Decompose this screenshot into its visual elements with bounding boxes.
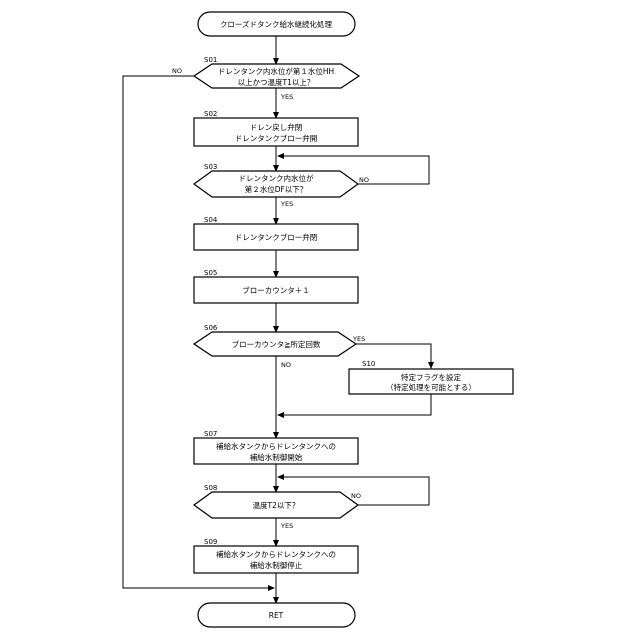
step-id-s01: S01 [204,56,217,64]
process-s09-line-1: 補給水タンクからドレンタンクへの [216,549,336,559]
decision-s06: S06 ブローカウンタ≧所定回数 YES NO [194,324,365,369]
step-id-s03: S03 [204,163,217,171]
decision-s01-line-2: 以上かつ温度T1以上？ [238,77,315,87]
step-id-s04: S04 [204,216,218,224]
decision-s06-line-1: ブローカウンタ≧所定回数 [232,339,321,349]
branch-s08-yes: YES [280,522,293,530]
process-s07-line-2: 補給水制御開始 [250,452,303,462]
process-s04-line-1: ドレンタンクブロー弁閉 [235,232,318,242]
process-s02-line-2: ドレンタンクブロー弁開 [235,133,318,143]
branch-s06-yes: YES [352,335,365,343]
step-id-s02: S02 [204,110,217,118]
branch-s01-no: NO [172,67,182,75]
end-terminal: RET [198,603,355,627]
decision-s03-line-1: ドレンタンク内水位が [239,173,314,183]
decision-s08: S08 温度T2以下？ NO YES [194,484,361,530]
step-id-s07: S07 [204,430,217,438]
branch-s01-yes: YES [280,93,293,101]
process-s10-line-2: （特定処理を可能とする） [386,382,476,392]
step-id-s08: S08 [204,484,217,492]
step-id-s10: S10 [362,360,375,368]
connector-s10-merge [278,394,431,415]
step-id-s05: S05 [204,269,217,277]
process-s02-line-1: ドレン戻し弁閉 [250,122,303,132]
step-id-s06: S06 [204,324,218,332]
decision-s03-line-2: 第２水位DF以下？ [245,184,308,194]
end-label: RET [269,611,284,620]
process-s10-line-1: 特定フラグを設定 [401,372,461,382]
decision-s01-line-1: ドレンタンク内水位が第１水位HH [218,66,334,76]
step-id-s09: S09 [204,538,217,546]
process-s07-line-1: 補給水タンクからドレンタンクへの [216,441,336,451]
branch-s03-yes: YES [280,200,293,208]
decision-s08-line-1: 温度T2以下？ [253,500,300,510]
decision-s03: S03 ドレンタンク内水位が 第２水位DF以下？ NO YES [194,163,369,208]
branch-s03-no: NO [359,176,369,184]
process-s09-line-2: 補給水制御停止 [250,560,303,570]
process-s05-line-1: ブローカウンタ＋１ [242,285,310,295]
decision-s01: S01 ドレンタンク内水位が第１水位HH 以上かつ温度T1以上？ NO YES [172,56,359,101]
start-label: クローズドタンク給水継続化処理 [220,19,333,29]
branch-s08-no: NO [351,492,361,500]
branch-s06-no: NO [281,361,291,369]
start-terminal: クローズドタンク給水継続化処理 [198,12,355,36]
